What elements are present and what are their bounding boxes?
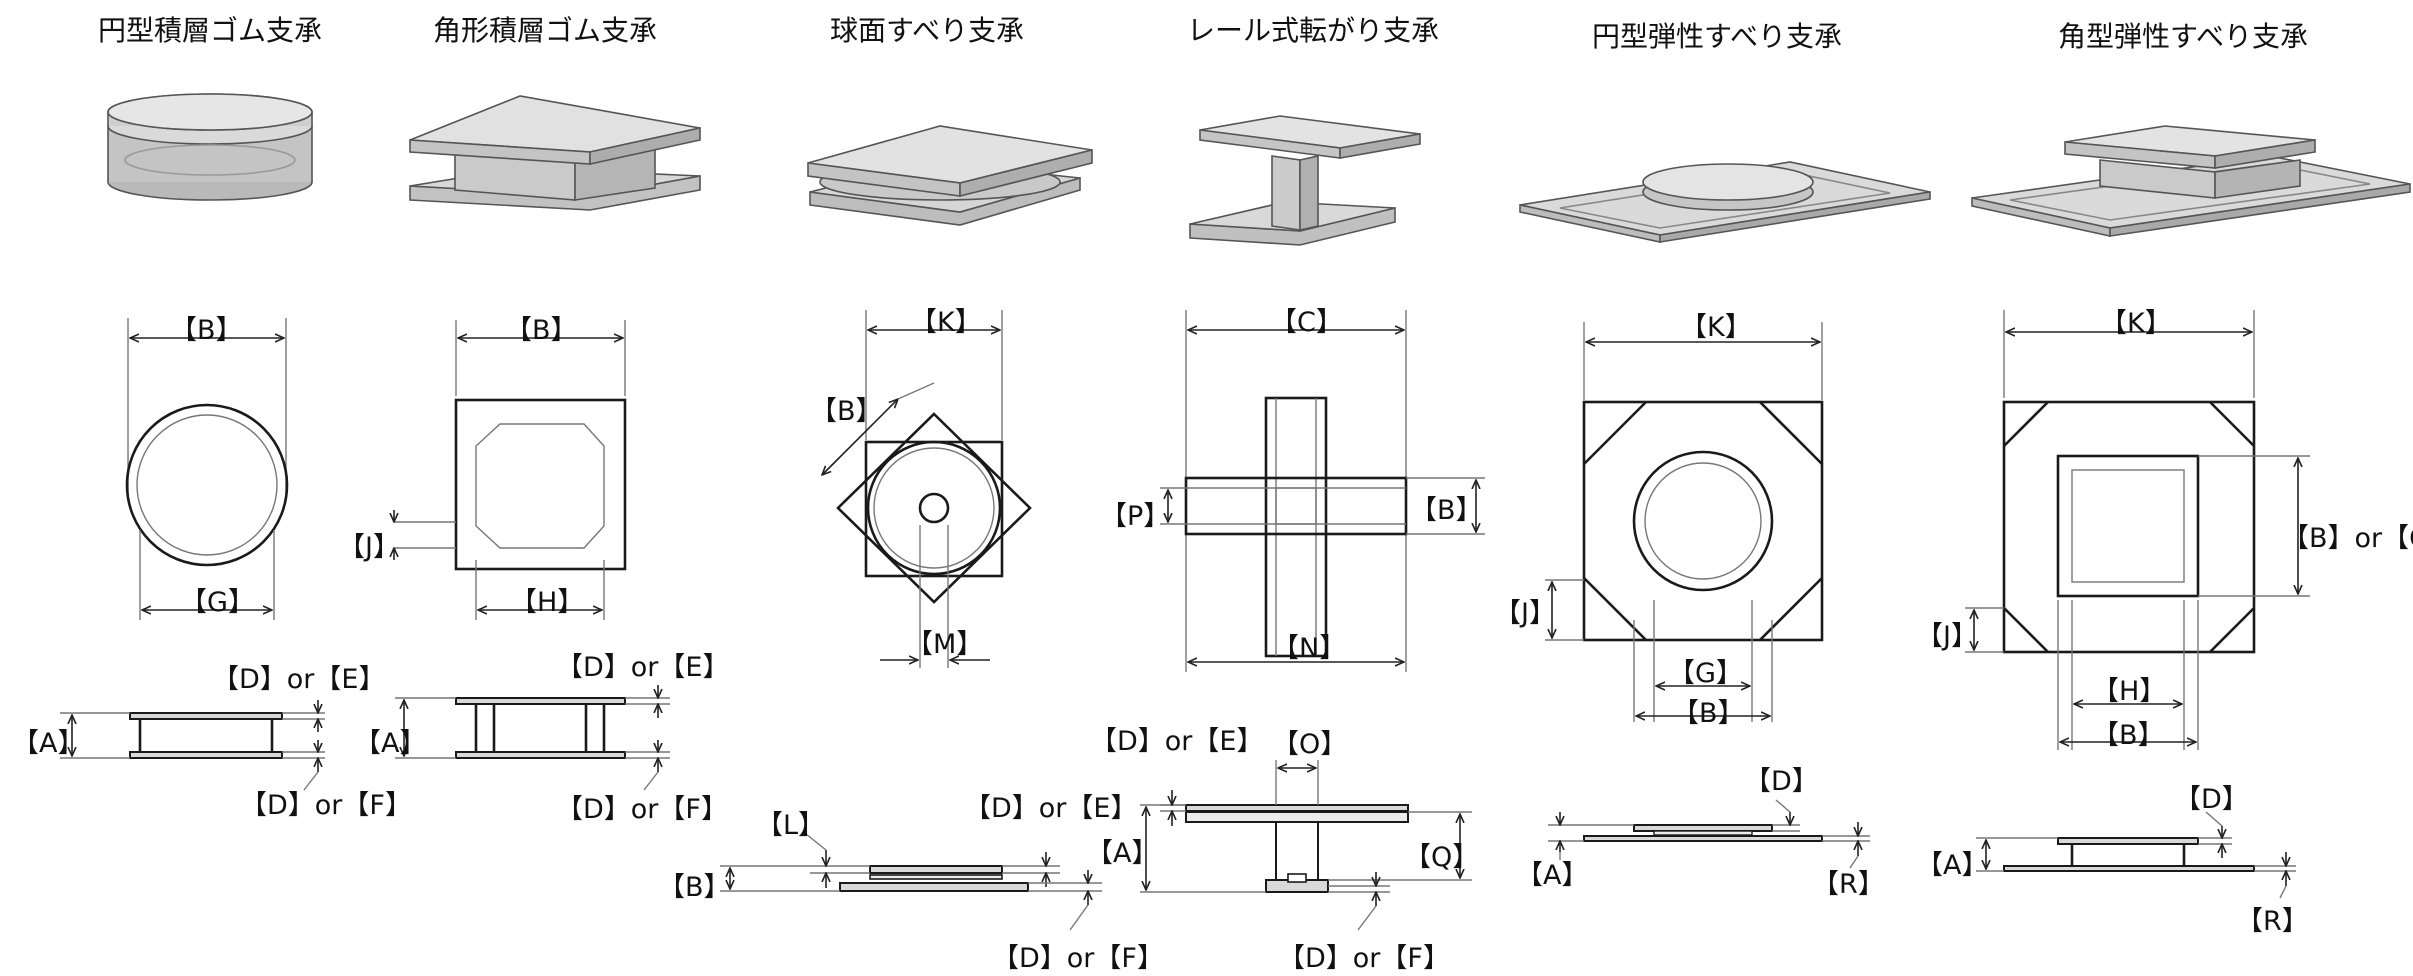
label-Q: 【Q】 — [1404, 842, 1479, 873]
round-elastic-plate — [1582, 400, 1824, 642]
iso-spherical-sliding — [807, 125, 1093, 226]
round-outer-circle — [125, 403, 289, 567]
plan-spherical-sliding: 【K】 【B】 【M】 — [810, 307, 1032, 668]
rail-horizontal — [1184, 476, 1408, 536]
square-elastic-plate — [2002, 400, 2256, 654]
label-DorE-3: 【D】or【E】 — [964, 793, 1137, 824]
side-round-elastic-sliding: 【A】 【D】 【R】 — [1516, 766, 1885, 900]
iso-round-laminated-rubber — [107, 93, 313, 201]
label-H: 【H】 — [510, 587, 584, 618]
iso-rail-rolling — [1189, 115, 1421, 246]
label-D-round-elastic: 【D】 — [1744, 766, 1819, 797]
label-A: 【A】 — [12, 728, 84, 759]
side-square-laminated-rubber: 【A】 【D】or【E】 【D】or【F】 — [354, 652, 729, 825]
rail-vertical — [1264, 396, 1328, 658]
iso-round-elastic-sliding — [1519, 161, 1931, 243]
label-B-square-elastic: 【B】 — [2092, 720, 2165, 751]
label-M: 【M】 — [906, 629, 983, 660]
title-square-laminated-rubber: 角形積層ゴム支承 — [433, 14, 657, 47]
title-rail-rolling: レール式転がり支承 — [1187, 14, 1439, 47]
label-L: 【L】 — [756, 810, 825, 841]
dim-line-B-spherical — [822, 399, 898, 475]
label-G: 【G】 — [180, 587, 255, 618]
label-R-round-elastic: 【R】 — [1812, 869, 1885, 900]
label-D-square-elastic: 【D】 — [2174, 784, 2249, 815]
label-N: 【N】 — [1272, 633, 1346, 664]
label-G-round-elastic: 【G】 — [1668, 658, 1743, 689]
label-R-square-elastic: 【R】 — [2236, 906, 2309, 937]
label-DorE-2: 【D】or【E】 — [556, 652, 729, 683]
label-A-square: 【A】 — [354, 728, 426, 759]
plan-rail-rolling: 【C】 【B】 【P】 【N】 — [1100, 307, 1485, 672]
side-rail-rolling: 【A】 【D】or【E】 【O】 【Q】 【D】or【F】 — [1086, 726, 1479, 974]
label-J-square: 【J】 — [338, 532, 400, 563]
label-B-spherical-side: 【B】 — [658, 872, 731, 903]
side-spherical-sliding: 【B】 【L】 【D】or【E】 【D】or【F】 — [658, 793, 1164, 974]
label-DorF-3: 【D】or【F】 — [992, 943, 1164, 974]
label-DorF-4: 【D】or【F】 — [1278, 943, 1450, 974]
plan-square-elastic-sliding: 【K】 【B】or【C】 【J】 【H】 【B】 — [1916, 308, 2413, 751]
side-square-elastic-sliding: 【A】 【D】 【R】 — [1916, 784, 2309, 937]
label-J-square-elastic: 【J】 — [1916, 621, 1978, 652]
label-DorE-4: 【D】or【E】 — [1090, 726, 1263, 757]
label-BorC: 【B】or【C】 — [2282, 523, 2413, 554]
label-H-square-elastic: 【H】 — [2092, 676, 2166, 707]
plan-round-laminated-rubber: 【B】 【G】 — [125, 315, 289, 620]
label-K-round-elastic: 【K】 — [1680, 312, 1752, 343]
label-B-spherical: 【B】 — [810, 396, 883, 427]
title-spherical-sliding: 球面すべり支承 — [830, 14, 1024, 47]
iso-square-elastic-sliding — [1971, 125, 2411, 237]
label-DorE-1: 【D】or【E】 — [212, 664, 385, 695]
label-DorF-2: 【D】or【F】 — [556, 794, 728, 825]
label-B-rail: 【B】 — [1410, 495, 1483, 526]
label-DorF-1: 【D】or【F】 — [240, 790, 412, 821]
title-round-laminated-rubber: 円型積層ゴム支承 — [98, 14, 322, 47]
square-outer — [454, 398, 627, 571]
plan-square-laminated-rubber: 【B】 【J】 【H】 — [338, 315, 627, 620]
label-A-square-elastic: 【A】 — [1916, 850, 1988, 881]
label-P: 【P】 — [1100, 501, 1170, 532]
label-B: 【B】 — [170, 315, 243, 346]
label-C: 【C】 — [1270, 307, 1343, 338]
title-square-elastic-sliding: 角型弾性すべり支承 — [2058, 20, 2308, 53]
label-J-round-elastic: 【J】 — [1494, 598, 1556, 629]
label-K-spherical: 【K】 — [910, 307, 982, 338]
iso-square-laminated-rubber — [409, 95, 701, 211]
label-K-square-elastic: 【K】 — [2100, 308, 2172, 339]
label-A-rail: 【A】 — [1086, 838, 1158, 869]
side-round-laminated-rubber: 【A】 【D】or【E】 【D】or【F】 — [12, 664, 412, 821]
plan-round-elastic-sliding: 【K】 【J】 【G】 【B】 — [1494, 312, 1824, 729]
title-round-elastic-sliding: 円型弾性すべり支承 — [1592, 20, 1842, 53]
label-O: 【O】 — [1272, 729, 1347, 760]
label-B-round-elastic: 【B】 — [1672, 698, 1745, 729]
label-B-square: 【B】 — [505, 315, 578, 346]
label-A-round-elastic: 【A】 — [1516, 860, 1588, 891]
spherical-rotated-plate — [836, 412, 1032, 604]
